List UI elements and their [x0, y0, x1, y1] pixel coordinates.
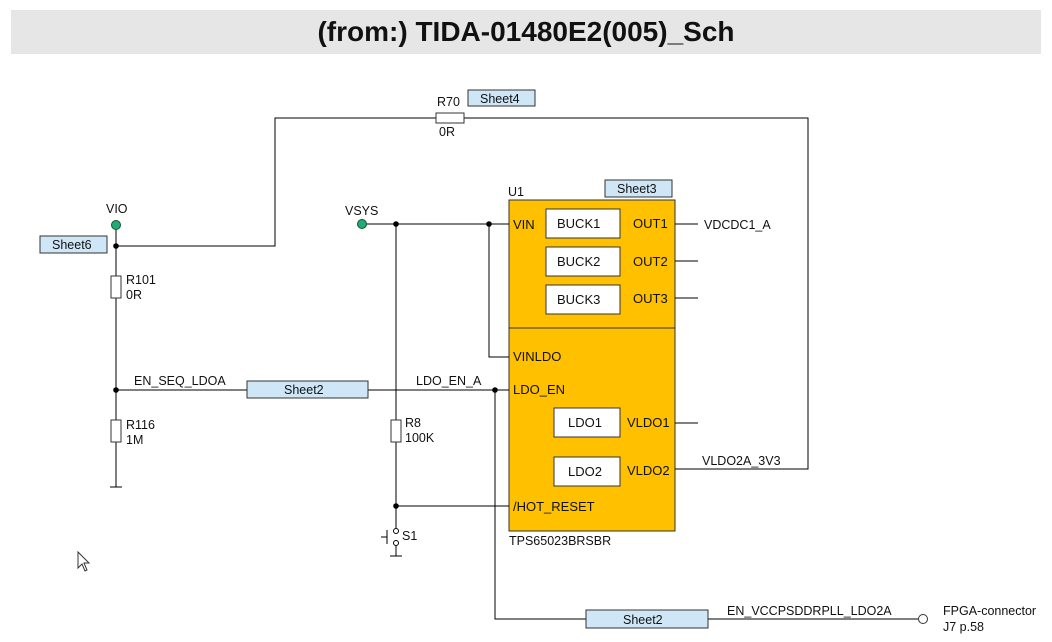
junction-dot: [393, 221, 399, 227]
sheet-ref-bottom[interactable]: [585, 609, 709, 629]
r8-ref: R8: [405, 416, 421, 430]
buck1-block: [545, 208, 621, 239]
junction-dot: [486, 221, 492, 227]
vsys-net-label: VSYS: [345, 204, 378, 218]
r8-resistor[interactable]: [390, 419, 402, 443]
buck2-label: BUCK2: [557, 254, 600, 269]
vsys-port[interactable]: [357, 219, 367, 229]
sheet-ref-top[interactable]: [467, 89, 536, 107]
ldo1-label: LDO1: [568, 415, 602, 430]
sheet-ref-u1[interactable]: [604, 179, 673, 198]
buck2-block: [545, 246, 621, 277]
s1-switch[interactable]: [381, 528, 399, 546]
r101-resistor[interactable]: [110, 275, 122, 299]
connector-label: FPGA-connector: [943, 604, 1036, 618]
sheet-ref-en-seq[interactable]: [246, 380, 369, 399]
sheet-ref-top-label: Sheet4: [480, 92, 520, 106]
r8-value: 100K: [405, 431, 435, 445]
junction-dot: [113, 387, 119, 393]
pin-vldo1: VLDO1: [627, 415, 670, 430]
ldo1-block: [553, 407, 621, 438]
u1-part-label: TPS65023BRSBR: [509, 534, 611, 548]
buck3-block: [545, 284, 621, 315]
pin-out3: OUT3: [633, 291, 668, 306]
ldo2-block: [553, 456, 621, 487]
net-vdcdc1-a: VDCDC1_A: [704, 218, 771, 232]
pin-vinldo: VINLDO: [513, 349, 561, 364]
title-bar: (from:) TIDA-01480E2(005)_Sch: [11, 10, 1041, 54]
net-en-vccps: EN_VCCPSDDRPLL_LDO2A: [727, 604, 892, 618]
r70-ref: R70: [437, 95, 460, 109]
fpga-connector-port[interactable]: [918, 614, 928, 624]
r70-value: 0R: [439, 125, 455, 139]
pin-out1: OUT1: [633, 216, 668, 231]
mouse-cursor-icon: [77, 550, 91, 572]
vio-net-label: VIO: [106, 202, 128, 216]
r116-value: 1M: [126, 433, 143, 447]
r116-resistor[interactable]: [110, 419, 122, 443]
wires: [110, 117, 918, 620]
r101-ref: R101: [126, 273, 156, 287]
pin-vldo2: VLDO2: [627, 463, 670, 478]
connector-ref: J7 p.58: [943, 620, 984, 634]
sheet-ref-vio-label: Sheet6: [52, 238, 92, 252]
r116-ref: R116: [126, 418, 155, 432]
s1-ref: S1: [402, 529, 417, 543]
junction-dot: [492, 387, 498, 393]
junction-dot: [393, 503, 399, 509]
pin-hot-reset: /HOT_RESET: [513, 499, 595, 514]
net-ldo-en-a: LDO_EN_A: [416, 374, 482, 388]
ldo2-label: LDO2: [568, 464, 602, 479]
buck3-label: BUCK3: [557, 292, 600, 307]
buck1-label: BUCK1: [557, 216, 600, 231]
sheet-ref-bottom-label: Sheet2: [623, 613, 663, 627]
u1-ref-label: U1: [508, 185, 524, 199]
sheet-ref-vio[interactable]: [39, 235, 108, 254]
page-title: (from:) TIDA-01480E2(005)_Sch: [317, 16, 735, 47]
r70-resistor[interactable]: [435, 112, 465, 124]
net-vldo2a-3v3: VLDO2A_3V3: [702, 454, 781, 468]
pin-out2: OUT2: [633, 254, 668, 269]
vio-port[interactable]: [111, 220, 121, 230]
r101-value: 0R: [126, 288, 142, 302]
net-en-seq-ldoa: EN_SEQ_LDOA: [134, 374, 226, 388]
pin-ldo-en: LDO_EN: [513, 382, 565, 397]
sheet-ref-en-seq-label: Sheet2: [284, 383, 324, 397]
pin-vin: VIN: [513, 217, 535, 232]
junction-dot: [113, 243, 119, 249]
sheet-ref-u1-label: Sheet3: [617, 182, 657, 196]
